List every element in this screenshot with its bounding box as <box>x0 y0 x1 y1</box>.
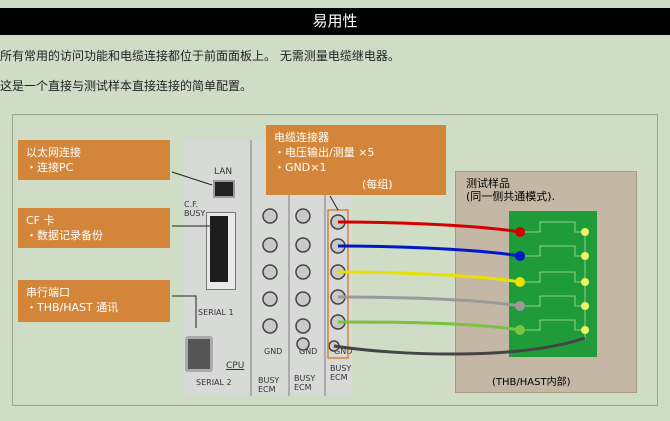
connector-column-1 <box>263 209 277 333</box>
wire-4 <box>338 297 520 306</box>
cable-callout-detail-3: (每组) <box>362 177 393 192</box>
ethernet-callout-detail: ・连接PC <box>26 160 162 175</box>
cf-callout-detail: ・数据记录备份 <box>26 228 162 243</box>
cf-card-callout: CF 卡 ・数据记录备份 <box>18 208 170 248</box>
callout-pointers <box>172 172 338 328</box>
cf-callout-title: CF 卡 <box>26 213 162 228</box>
cable-callout-detail-1: ・电压输出/测量 ×5 <box>274 145 438 160</box>
cable-callout-title: 电缆连接器 <box>274 130 438 145</box>
serial-callout: 串行端口 ・THB/HAST 通讯 <box>18 280 170 322</box>
serial-callout-detail: ・THB/HAST 通讯 <box>26 300 162 315</box>
wire-endpoints <box>515 227 525 335</box>
wire-5 <box>338 322 520 330</box>
serial-callout-title: 串行端口 <box>26 285 162 300</box>
wire-3 <box>338 272 520 282</box>
cable-connector-callout: 电缆连接器 ・电压输出/测量 ×5 ・GND×1 (每组) <box>266 125 446 195</box>
connector-highlight <box>328 210 348 358</box>
wire-1 <box>338 222 520 232</box>
cable-callout-detail-2: ・GND×1 <box>274 160 438 175</box>
connector-column-2 <box>296 209 310 350</box>
ethernet-callout: 以太网连接 ・连接PC <box>18 140 170 180</box>
ethernet-callout-title: 以太网连接 <box>26 145 162 160</box>
board-traces <box>520 222 585 340</box>
connector-column-3 <box>329 215 345 351</box>
wire-gnd <box>334 338 585 354</box>
wire-2 <box>338 246 520 256</box>
